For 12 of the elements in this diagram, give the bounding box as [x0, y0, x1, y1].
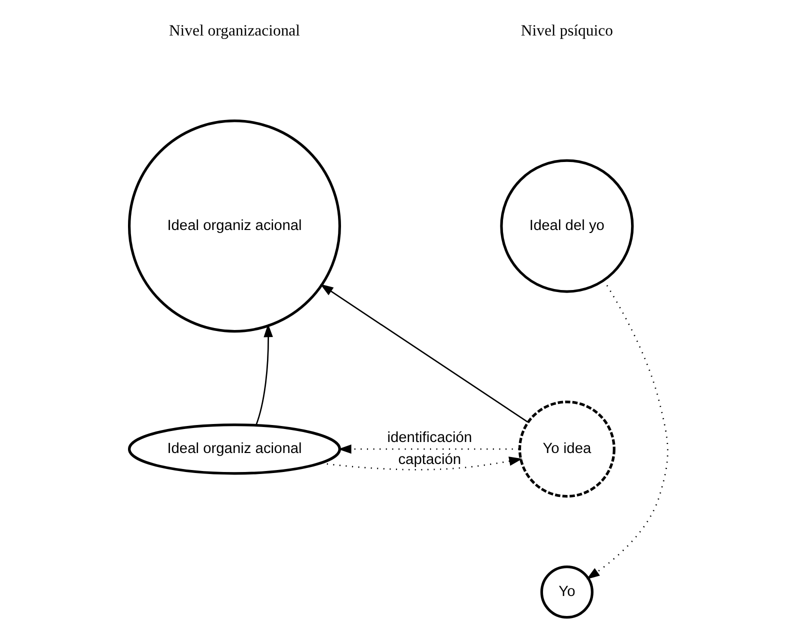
node-ellipse: Ideal organiz acional [127, 423, 341, 475]
arrow [320, 284, 528, 423]
label: Nivel psíquico [520, 22, 612, 40]
node-circle: Ideal organiz acional [127, 120, 341, 333]
arrow [338, 444, 519, 454]
edge-label: identificación [386, 430, 472, 446]
arrow [255, 324, 272, 426]
node-circle: Ideal del yo [500, 159, 634, 293]
label: Nivel organizacional [168, 22, 300, 40]
edge-label: captación [398, 452, 461, 468]
node-circle: Yo idea [518, 400, 615, 498]
node-circle: Yo [540, 565, 593, 619]
